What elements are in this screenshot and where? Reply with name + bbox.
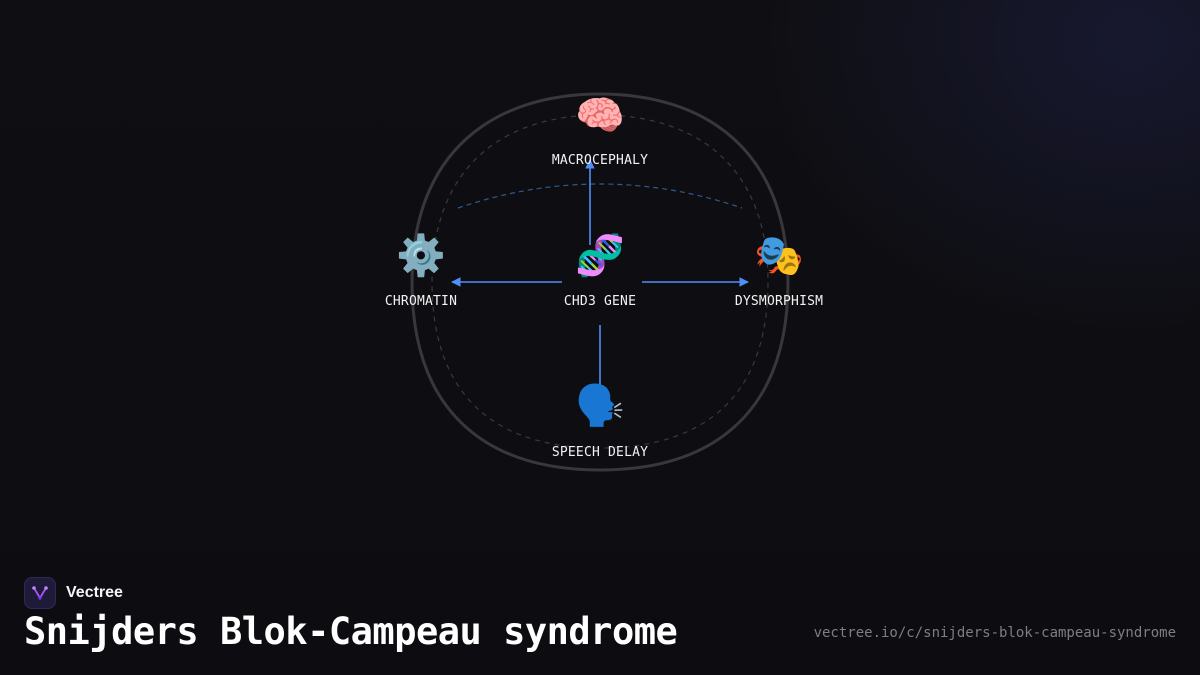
inner-dashed-outline (431, 114, 769, 449)
gear-icon: ⚙️ (396, 233, 446, 279)
node-label-chromatin: CHROMATIN (384, 294, 458, 309)
node-label-speech-delay: SPEECH DELAY (551, 445, 649, 460)
brand-name: Vectree (66, 584, 123, 601)
node-label-macrocephaly: MACROCEPHALY (551, 153, 649, 168)
dna-icon: 🧬 (575, 233, 625, 279)
page-url[interactable]: vectree.io/c/snijders-blok-campeau-syndr… (813, 625, 1176, 641)
brain-icon: 🧠 (575, 93, 625, 139)
dashed-arc (457, 183, 743, 209)
speaking-head-icon: 🗣️ (575, 383, 625, 429)
brand[interactable]: Vectree (24, 577, 123, 609)
node-label-dysmorphism: DYSMORPHISM (734, 294, 824, 309)
page-title: Snijders Blok-Campeau syndrome (24, 610, 678, 653)
node-label-chd3-gene: CHD3 GENE (563, 294, 637, 309)
vectree-logo-icon (24, 577, 56, 609)
head-outline (410, 92, 790, 472)
masks-icon: 🎭 (754, 233, 804, 279)
